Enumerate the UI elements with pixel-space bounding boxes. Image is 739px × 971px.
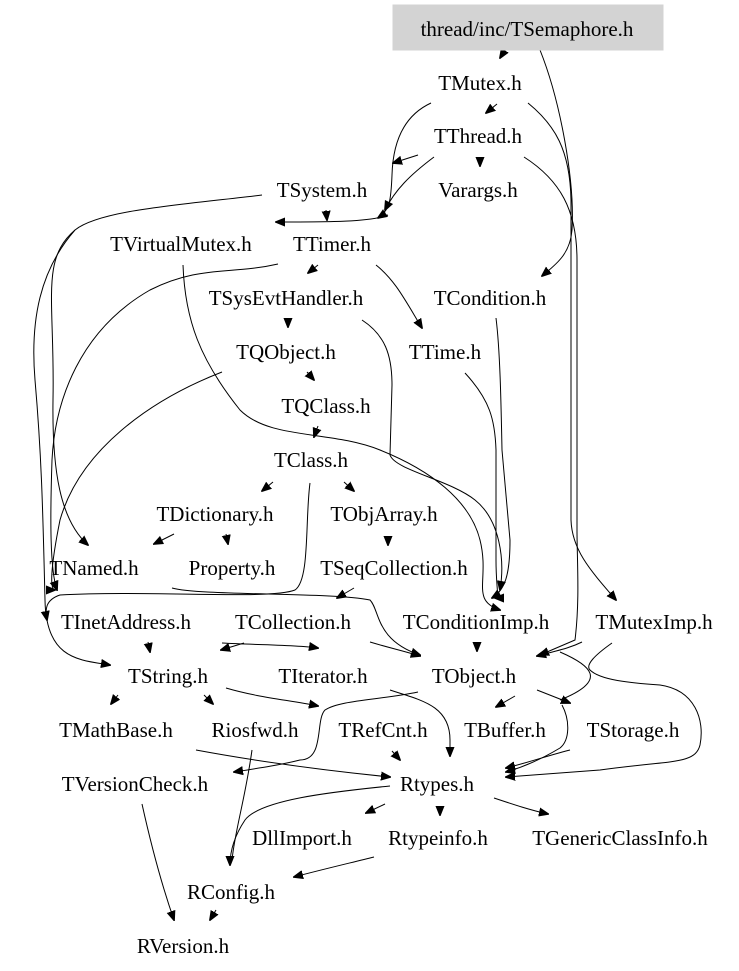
node-riosfwd[interactable]: Riosfwd.h: [212, 718, 299, 742]
edge-tthread-tconditionimp: [523, 156, 579, 655]
edge-rconfig-rversion: [210, 910, 216, 920]
edge-tsystem-ttimer: [326, 209, 327, 220]
edges: [33, 49, 702, 920]
node-tmuteximp[interactable]: TMutexImp.h: [595, 610, 713, 634]
edge-tobject-tbuffer: [496, 695, 516, 707]
node-ttime[interactable]: TTime.h: [409, 340, 482, 364]
edge-tsemaphore-tmutex: [500, 50, 505, 58]
node-tversioncheck[interactable]: TVersionCheck.h: [62, 772, 209, 796]
node-tmathbase[interactable]: TMathBase.h: [59, 718, 173, 742]
node-tvirtualmutex[interactable]: TVirtualMutex.h: [110, 232, 252, 256]
edge-tnamed-tobject: [171, 587, 420, 655]
node-tmutex[interactable]: TMutex.h: [438, 71, 522, 95]
node-rtypeinfo[interactable]: Rtypeinfo.h: [388, 826, 488, 850]
node-dllimport[interactable]: DllImport.h: [252, 826, 352, 850]
edge-riosfwd-rconfig: [231, 749, 253, 861]
edge-tobject-rtypes: [506, 704, 569, 772]
edge-tobject-tversioncheck: [234, 691, 419, 772]
edge-ttimer-ttime: [375, 264, 422, 328]
root-node-box: [392, 4, 664, 51]
edge-ttime-tobject: [464, 372, 498, 598]
node-rversion[interactable]: RVersion.h: [137, 934, 230, 958]
node-tseqcollection[interactable]: TSeqCollection.h: [320, 556, 468, 580]
edge-tdictionary-property: [226, 533, 228, 544]
node-rconfig[interactable]: RConfig.h: [187, 880, 276, 904]
edge-tconditionimp-rtypes: [559, 651, 591, 701]
node-tqobject[interactable]: TQObject.h: [236, 340, 336, 364]
edge-ttimer-tinetaddress: [51, 263, 279, 590]
node-tbuffer[interactable]: TBuffer.h: [464, 718, 546, 742]
node-varargs[interactable]: Varargs.h: [438, 178, 518, 202]
edge-rtypes-dllimport: [366, 803, 386, 813]
edge-tcollection-tobject: [369, 641, 420, 656]
edge-tclass-tdictionary: [262, 482, 274, 491]
nodes: thread/inc/TSemaphore.hTMutex.hTThread.h…: [49, 4, 713, 958]
node-ttimer[interactable]: TTimer.h: [293, 232, 371, 256]
edge-tmathbase-rtypes: [195, 749, 390, 777]
edge-tqclass-tclass: [314, 425, 318, 437]
edge-tmutex-tmutexImp: [527, 102, 616, 600]
edge-tversioncheck-rversion: [141, 803, 174, 920]
edge-tstring-tmathbase: [111, 695, 118, 704]
edge-tmutex-tthread: [486, 104, 498, 113]
node-tconditionimp[interactable]: TConditionImp.h: [403, 610, 550, 634]
node-tgenericclassinfo[interactable]: TGenericClassInfo.h: [532, 826, 708, 850]
node-tqclass[interactable]: TQClass.h: [281, 394, 371, 418]
node-titerator[interactable]: TIterator.h: [278, 664, 368, 688]
edge-tsystem-tvirtualmutex: [276, 214, 389, 222]
node-tsystem[interactable]: TSystem.h: [277, 178, 368, 202]
node-tnamed[interactable]: TNamed.h: [49, 556, 139, 580]
edge-tthread-ttimer: [385, 156, 435, 210]
edge-tsystem-tnamed: [50, 194, 263, 545]
edge-tqobject-tstring: [52, 371, 223, 590]
edge-tsyseventhandler-tobject: [361, 319, 502, 590]
node-tdictionary[interactable]: TDictionary.h: [156, 502, 274, 526]
node-property[interactable]: Property.h: [189, 556, 276, 580]
node-tcondition[interactable]: TCondition.h: [434, 286, 547, 310]
edge-rtypes-rconfig: [230, 785, 391, 865]
edge-tstorage-rtypes: [506, 749, 571, 768]
edge-tinetaddress-tstring: [148, 641, 150, 652]
edge-tcondition-tconditionimp: [492, 317, 511, 598]
edge-tclass-tstring: [46, 482, 311, 620]
edge-tstring-riosfwd: [204, 695, 213, 704]
edge-tclass-tobjarray: [343, 482, 354, 491]
node-tinetaddress[interactable]: TInetAddress.h: [61, 610, 192, 634]
edge-tsemaphore-tcondition: [539, 49, 573, 276]
edge-tmutex-tvirtualmutex: [378, 102, 432, 218]
edge-tqobject-tqclass: [307, 372, 314, 380]
node-rtypes[interactable]: Rtypes.h: [400, 772, 475, 796]
node-tstorage[interactable]: TStorage.h: [587, 718, 680, 742]
edge-tthread-tsystem: [393, 154, 419, 163]
node-trefcnt[interactable]: TRefCnt.h: [338, 718, 428, 742]
edge-tmutexImp-rtypes: [506, 642, 702, 777]
edge-tstring-trefcnt: [225, 687, 318, 706]
edge-trefcnt-rtypes: [392, 751, 400, 760]
node-tstring[interactable]: TString.h: [128, 664, 208, 688]
node-tobjarray[interactable]: TObjArray.h: [330, 502, 438, 526]
edge-tobject-tstorage: [536, 689, 570, 703]
edge-titerator-rtypes: [389, 689, 450, 756]
node-tcollection[interactable]: TCollection.h: [235, 610, 352, 634]
node-tsemaphore[interactable]: thread/inc/TSemaphore.h: [421, 17, 634, 41]
node-tobject[interactable]: TObject.h: [432, 664, 517, 688]
node-tclass[interactable]: TClass.h: [274, 448, 349, 472]
node-tthread[interactable]: TThread.h: [434, 124, 523, 148]
edge-rtypes-tgenericclassinfo: [493, 797, 548, 814]
edge-tvirtualmutex-tobject: [182, 264, 500, 610]
edge-tdictionary-tnamed: [154, 533, 175, 544]
node-tsysevthandler[interactable]: TSysEvtHandler.h: [209, 286, 364, 310]
edge-tcollection-titerator: [221, 643, 318, 648]
edge-tsystem-tstring: [33, 229, 110, 665]
edge-tseqcollection-tcollection: [337, 587, 355, 598]
edge-tmutex-imp-tobject: [537, 641, 583, 656]
edge-rtypeinfo-rconfig: [294, 856, 375, 877]
edge-ttimer-tsyseventhandler: [308, 265, 319, 273]
